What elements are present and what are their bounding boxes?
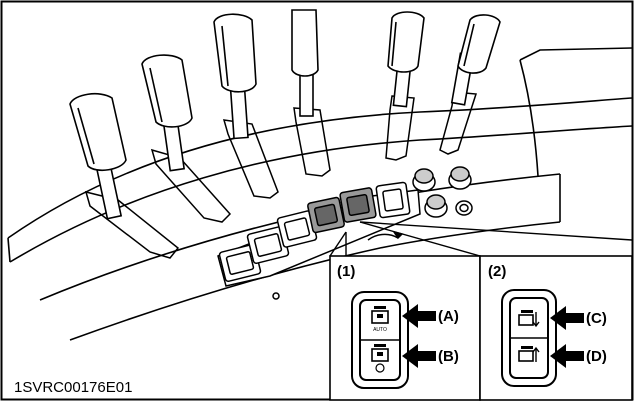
label-D: (D) bbox=[586, 348, 607, 365]
hitch-symbol-icon: AUTO bbox=[371, 306, 389, 373]
pointer-arrow-icon bbox=[402, 304, 436, 368]
callout-1-number: (1) bbox=[337, 263, 355, 280]
knob-3[interactable] bbox=[424, 194, 448, 218]
knob-4[interactable] bbox=[455, 200, 473, 216]
knob-2[interactable] bbox=[448, 166, 472, 190]
hitch-symbol-icon bbox=[518, 310, 540, 362]
knob-1[interactable] bbox=[412, 168, 436, 192]
lever-6[interactable] bbox=[450, 14, 501, 106]
leader-lines bbox=[329, 221, 633, 257]
pointer-arrow-icon bbox=[550, 306, 584, 368]
switch-6[interactable] bbox=[375, 181, 411, 219]
figure-code: 1SVRC00176E01 bbox=[14, 379, 132, 396]
callout-box-1: (1) AUTO (A) (B) bbox=[329, 255, 481, 401]
lever-5[interactable] bbox=[387, 11, 425, 108]
lever-4[interactable] bbox=[291, 9, 319, 117]
switch-row bbox=[217, 181, 421, 300]
auto-text: AUTO bbox=[373, 327, 387, 333]
label-C: (C) bbox=[586, 310, 607, 327]
control-lever-icon[interactable] bbox=[69, 9, 501, 220]
lever-2[interactable] bbox=[141, 54, 193, 172]
lever-1[interactable] bbox=[69, 92, 127, 220]
lever-3[interactable] bbox=[213, 13, 257, 140]
knob-cluster bbox=[412, 166, 473, 218]
label-A: (A) bbox=[438, 308, 459, 325]
callout-box-2: (2) (C) (D) bbox=[479, 255, 633, 401]
label-B: (B) bbox=[438, 348, 459, 365]
callout-2-number: (2) bbox=[488, 263, 506, 280]
rocker-switch-icon[interactable] bbox=[218, 181, 411, 283]
